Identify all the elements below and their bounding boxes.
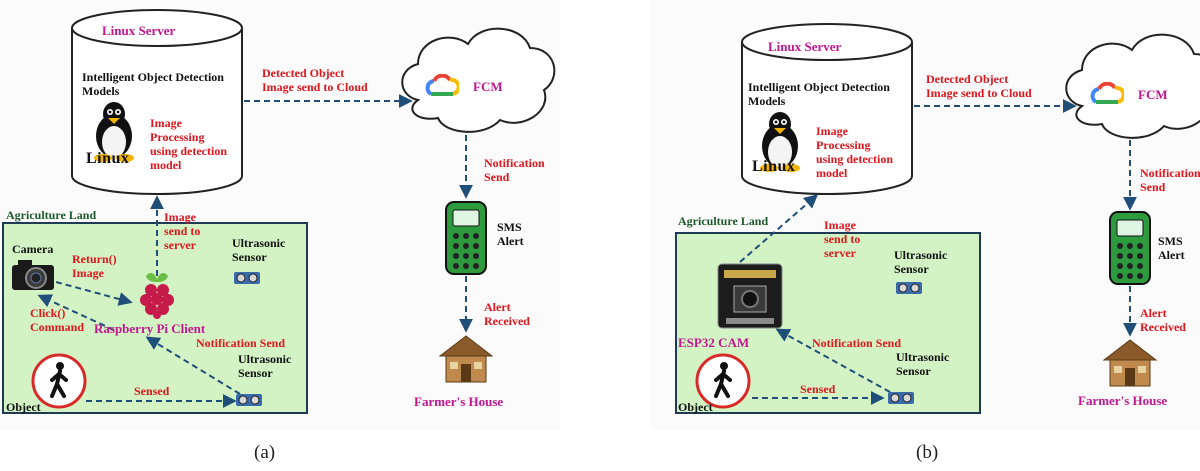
server-title: Linux Server — [768, 39, 842, 54]
notification-label-line2: Send — [1140, 180, 1166, 194]
arrow-sensor-to-client — [145, 336, 241, 395]
to-cloud-label-line2: Image send to Cloud — [262, 80, 368, 94]
house-icon — [1102, 339, 1158, 387]
diagram-panel-b: Linux Server Intelligent Object Detectio… — [650, 0, 1200, 430]
object-label: Object — [678, 400, 713, 414]
ultrasonic-bottom-line1: Ultrasonic — [238, 352, 292, 366]
image-send-line2: send to — [824, 232, 861, 246]
notification-label-line2: Send — [484, 170, 510, 184]
notification-send-label: Notification Send — [812, 336, 902, 350]
camera-label: Camera — [12, 242, 54, 256]
sms-label-line1: SMS — [497, 220, 522, 234]
walking-person-icon — [695, 353, 751, 409]
image-send-line3: server — [824, 246, 856, 260]
house-icon — [438, 335, 494, 383]
processing-line4: model — [816, 166, 848, 180]
ultrasonic-top-line1: Ultrasonic — [894, 248, 948, 262]
models-label-line1: Intelligent Object Detection — [748, 80, 890, 94]
raspberry-pi-logo — [140, 273, 174, 319]
processing-line3: using detection — [816, 152, 894, 166]
processing-line3: using detection — [150, 144, 228, 158]
ultrasonic-bottom-line1: Ultrasonic — [896, 350, 950, 364]
sms-label-line2: Alert — [497, 234, 524, 248]
object-label: Object — [6, 400, 41, 414]
google-cloud-logo — [1090, 82, 1124, 104]
ultrasonic-top-line1: Ultrasonic — [232, 236, 286, 250]
notification-label-line1: Notification — [1140, 166, 1200, 180]
linux-tux-logo — [94, 102, 134, 162]
cloud-icon — [401, 27, 556, 133]
walking-person-icon — [31, 353, 87, 409]
image-send-line2: send to — [164, 224, 201, 238]
caption-a: (a) — [254, 442, 276, 463]
ultrasonic-sensor-icon — [234, 272, 260, 284]
arrow-client-to-server — [739, 194, 819, 263]
server-title: Linux Server — [102, 23, 176, 38]
click-command-line1: Click() — [30, 306, 66, 320]
agriculture-land-label: Agriculture Land — [678, 214, 769, 228]
mobile-phone-icon — [1109, 211, 1151, 285]
client-label: Raspberry Pi Client — [94, 321, 206, 336]
farmers-house-label: Farmer's House — [1078, 393, 1168, 408]
processing-line2: Processing — [816, 138, 871, 152]
processing-line4: model — [150, 158, 182, 172]
processing-line2: Processing — [150, 130, 205, 144]
linux-tux-logo — [760, 112, 800, 172]
click-command-line2: Command — [30, 320, 85, 334]
ultrasonic-sensor-icon — [896, 282, 922, 294]
farmers-house-label: Farmer's House — [414, 394, 504, 409]
arrow-camera-to-client — [55, 281, 133, 306]
processing-line1: Image — [816, 124, 848, 138]
esp32-cam-board — [717, 263, 783, 329]
camera-icon — [12, 260, 54, 290]
ultrasonic-top-line2: Sensor — [232, 250, 267, 264]
alert-received-line1: Alert — [484, 300, 511, 314]
ultrasonic-top-line2: Sensor — [894, 262, 929, 276]
models-label-line2: Models — [748, 94, 786, 108]
diagram-panel-a: Linux Server Intelligent Object Detectio… — [0, 0, 560, 430]
mobile-phone-icon — [445, 201, 487, 275]
agriculture-land-label: Agriculture Land — [6, 208, 97, 222]
cloud-icon — [1065, 33, 1200, 139]
arrow-sensor-to-client — [775, 328, 891, 393]
arrow-client-to-camera — [37, 294, 115, 331]
google-cloud-logo — [425, 74, 459, 96]
image-send-line3: server — [164, 238, 196, 252]
models-label-line2: Models — [82, 84, 120, 98]
alert-received-line2: Received — [1140, 320, 1186, 334]
linux-wordmark: Linux — [752, 158, 796, 175]
to-cloud-label-line1: Detected Object — [926, 72, 1009, 86]
to-cloud-label-line2: Image send to Cloud — [926, 86, 1032, 100]
linux-wordmark: Linux — [86, 150, 130, 167]
image-send-line1: Image — [164, 210, 196, 224]
sms-label-line2: Alert — [1158, 248, 1185, 262]
image-send-line1: Image — [824, 218, 856, 232]
ultrasonic-bottom-line2: Sensor — [238, 366, 273, 380]
ultrasonic-bottom-line2: Sensor — [896, 364, 931, 378]
alert-received-line2: Received — [484, 314, 530, 328]
sensed-label: Sensed — [800, 382, 836, 396]
client-label: ESP32 CAM — [678, 335, 750, 350]
fcm-label: FCM — [1138, 87, 1168, 102]
notification-send-label: Notification Send — [196, 336, 286, 350]
return-image-line2: Image — [72, 266, 104, 280]
return-image-line1: Return() — [72, 252, 117, 266]
sms-label-line1: SMS — [1158, 234, 1183, 248]
fcm-label: FCM — [473, 79, 503, 94]
ultrasonic-sensor-icon — [236, 394, 262, 406]
alert-received-line1: Alert — [1140, 306, 1167, 320]
ultrasonic-sensor-icon — [888, 392, 914, 404]
models-label-line1: Intelligent Object Detection — [82, 70, 224, 84]
sensed-label: Sensed — [134, 384, 170, 398]
notification-label-line1: Notification — [484, 156, 545, 170]
caption-b: (b) — [916, 442, 939, 463]
to-cloud-label-line1: Detected Object — [262, 66, 345, 80]
processing-line1: Image — [150, 116, 182, 130]
